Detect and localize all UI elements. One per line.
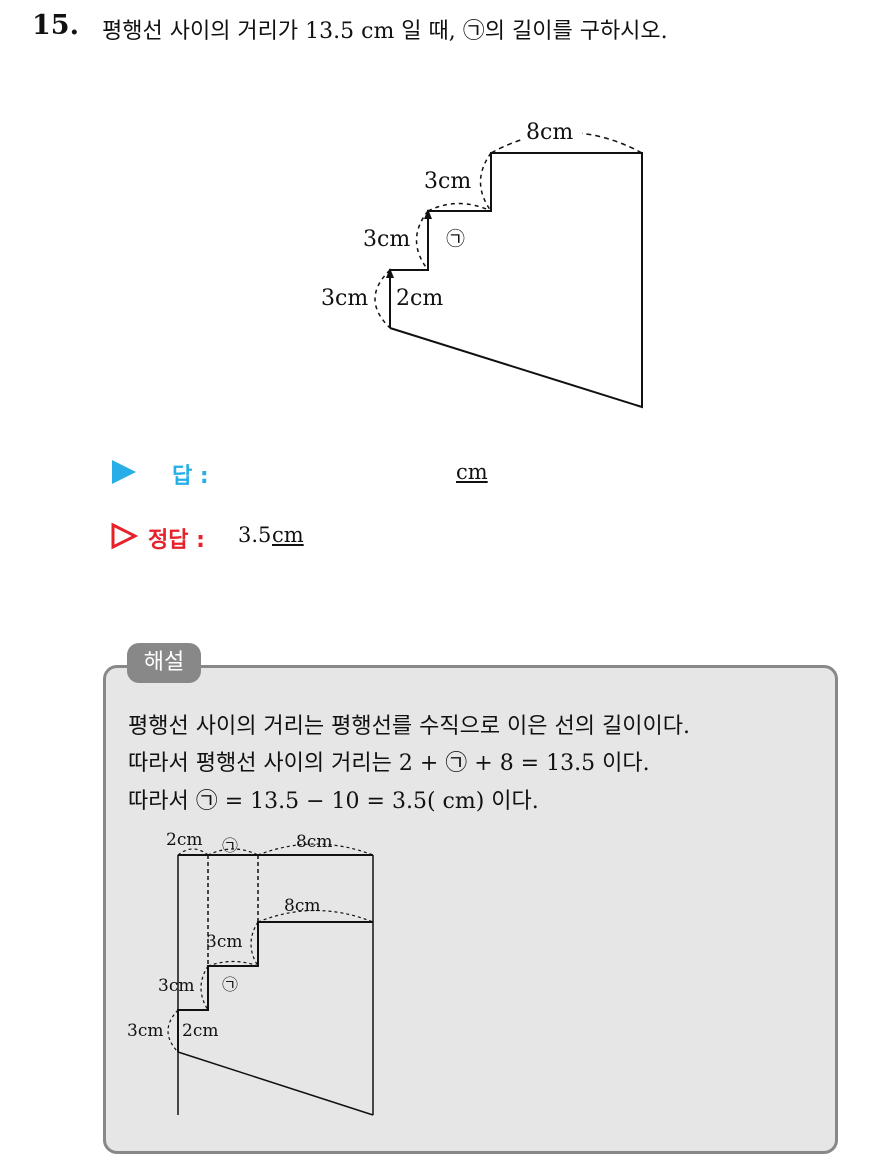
sol-label-mid-8: 8cm [284,896,320,916]
label-target: ㉠ [446,228,465,250]
label-inner: 2cm [396,286,443,311]
sol-label-top-8: 8cm [296,832,332,852]
dim-arc-top [490,131,643,154]
answer-label: 답 : [172,464,209,489]
sol-label-top-target: ㉠ [222,836,238,855]
solution-line-2: 따라서 평행선 사이의 거리는 2 + ㉠ + 8 = 13.5 이다. [128,751,650,776]
staircase-figure: 8cm 3cm 3cm ㉠ 3cm 2cm [321,117,643,409]
sol-label-step3: 3cm [206,932,242,952]
dim-arc-step3 [479,152,492,212]
answer-unit[interactable]: cm [456,460,488,484]
label-step3: 3cm [424,169,471,194]
solution-box [103,665,838,1154]
correct-value: 3.5 [238,523,272,547]
correct-unit: cm [272,523,304,547]
question-text: 평행선 사이의 거리가 13.5 cm 일 때, ㉠의 길이를 구하시오. [102,19,668,44]
sol-label-inner: 2cm [182,1021,218,1041]
question-number: 15. [32,10,79,41]
arrow-icon [386,268,394,278]
correct-triangle-icon [111,522,138,550]
sol-label-top-2: 2cm [166,830,202,850]
arrow-icon [424,209,432,219]
sol-label-target: ㉠ [222,975,238,994]
dim-arc-step1 [374,269,391,329]
sol-label-step2: 3cm [158,976,194,996]
label-step2: 3cm [363,227,410,252]
solution-line-1: 평행선 사이의 거리는 평행선를 수직으로 이은 선의 길이이다. [128,714,690,739]
solution-figure: 2cm ㉠ 8cm 8cm 3cm ㉠ 3cm 3cm 2cm [127,830,374,1116]
label-top: 8cm [526,120,573,145]
dim-arc-target [427,202,492,212]
solution-tag: 해설 [127,643,201,683]
correct-label: 정답 : [148,528,205,553]
dim-arc-step2 [415,210,429,271]
sol-label-step1: 3cm [127,1021,163,1041]
answer-triangle-icon [112,460,136,484]
label-step1: 3cm [321,286,368,311]
solution-line-3: 따라서 ㉠ = 13.5 − 10 = 3.5( cm) 이다. [128,789,539,814]
